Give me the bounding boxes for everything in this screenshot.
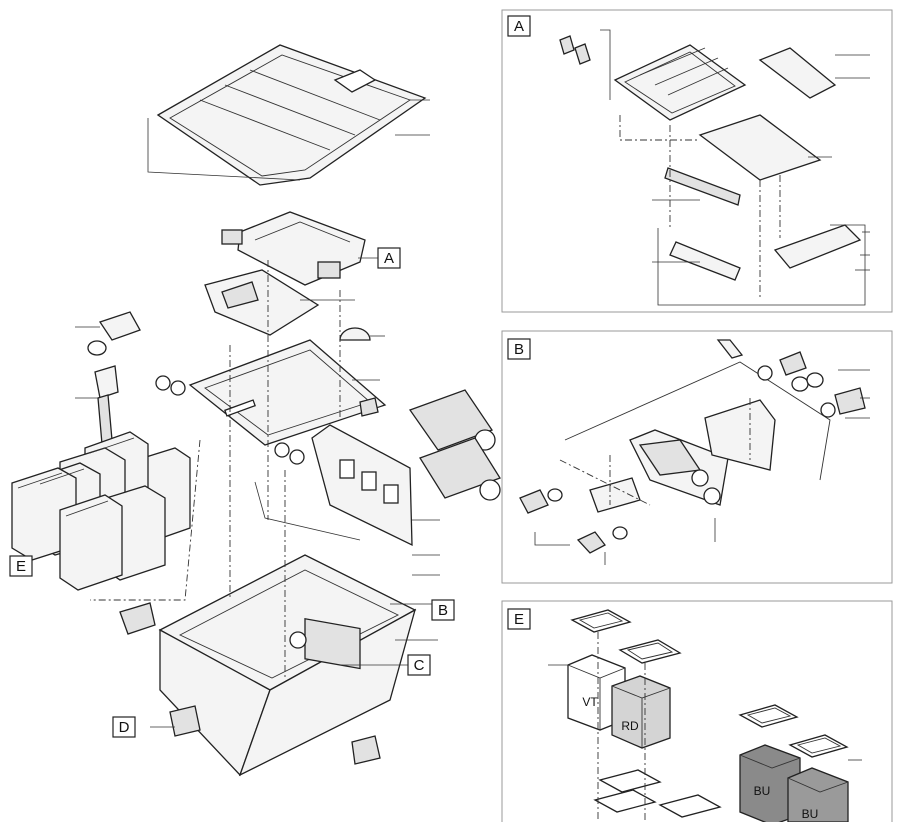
svg-text:C: C	[414, 657, 425, 674]
callout-C: C	[407, 654, 431, 676]
svg-text:D: D	[119, 719, 130, 736]
base-plate	[188, 339, 387, 446]
hose-fittings	[119, 602, 381, 765]
detail-panel-B: B	[501, 330, 893, 584]
filter-lid	[147, 44, 430, 186]
svg-text:B: B	[514, 341, 524, 358]
callout-D: D	[112, 716, 136, 738]
o-rings-left	[155, 375, 305, 465]
svg-text:VT: VT	[582, 695, 598, 709]
svg-text:B: B	[438, 602, 448, 619]
svg-text:E: E	[16, 558, 26, 575]
callout-E: E	[9, 555, 33, 577]
svg-text:A: A	[514, 18, 524, 35]
baffle-plate	[311, 424, 440, 576]
detail-panel-A: A	[501, 9, 893, 313]
sponge-bu-2: BU	[787, 767, 849, 822]
inlet-module	[221, 211, 378, 286]
svg-text:A: A	[384, 250, 394, 267]
cleaning-rod	[254, 481, 361, 541]
svg-text:BU: BU	[802, 807, 819, 821]
callout-B: B	[431, 599, 455, 621]
sponge-vt: VT	[567, 654, 626, 731]
svg-text:RD: RD	[621, 719, 639, 733]
svg-text:BU: BU	[754, 784, 771, 798]
sponge-rd: RD	[611, 675, 671, 749]
callout-A: A	[377, 247, 401, 269]
sponge-stack-main	[11, 431, 191, 591]
main-exploded-view: A B C D E	[9, 44, 501, 777]
pre-filter-tray	[204, 269, 355, 336]
float-ball	[339, 327, 385, 417]
filter-cartridges	[408, 389, 501, 501]
detail-panel-E: E VT RD BU	[501, 600, 893, 822]
svg-text:E: E	[514, 611, 524, 628]
filter-housing	[158, 554, 438, 777]
uv-clarifier-parts	[75, 311, 141, 445]
